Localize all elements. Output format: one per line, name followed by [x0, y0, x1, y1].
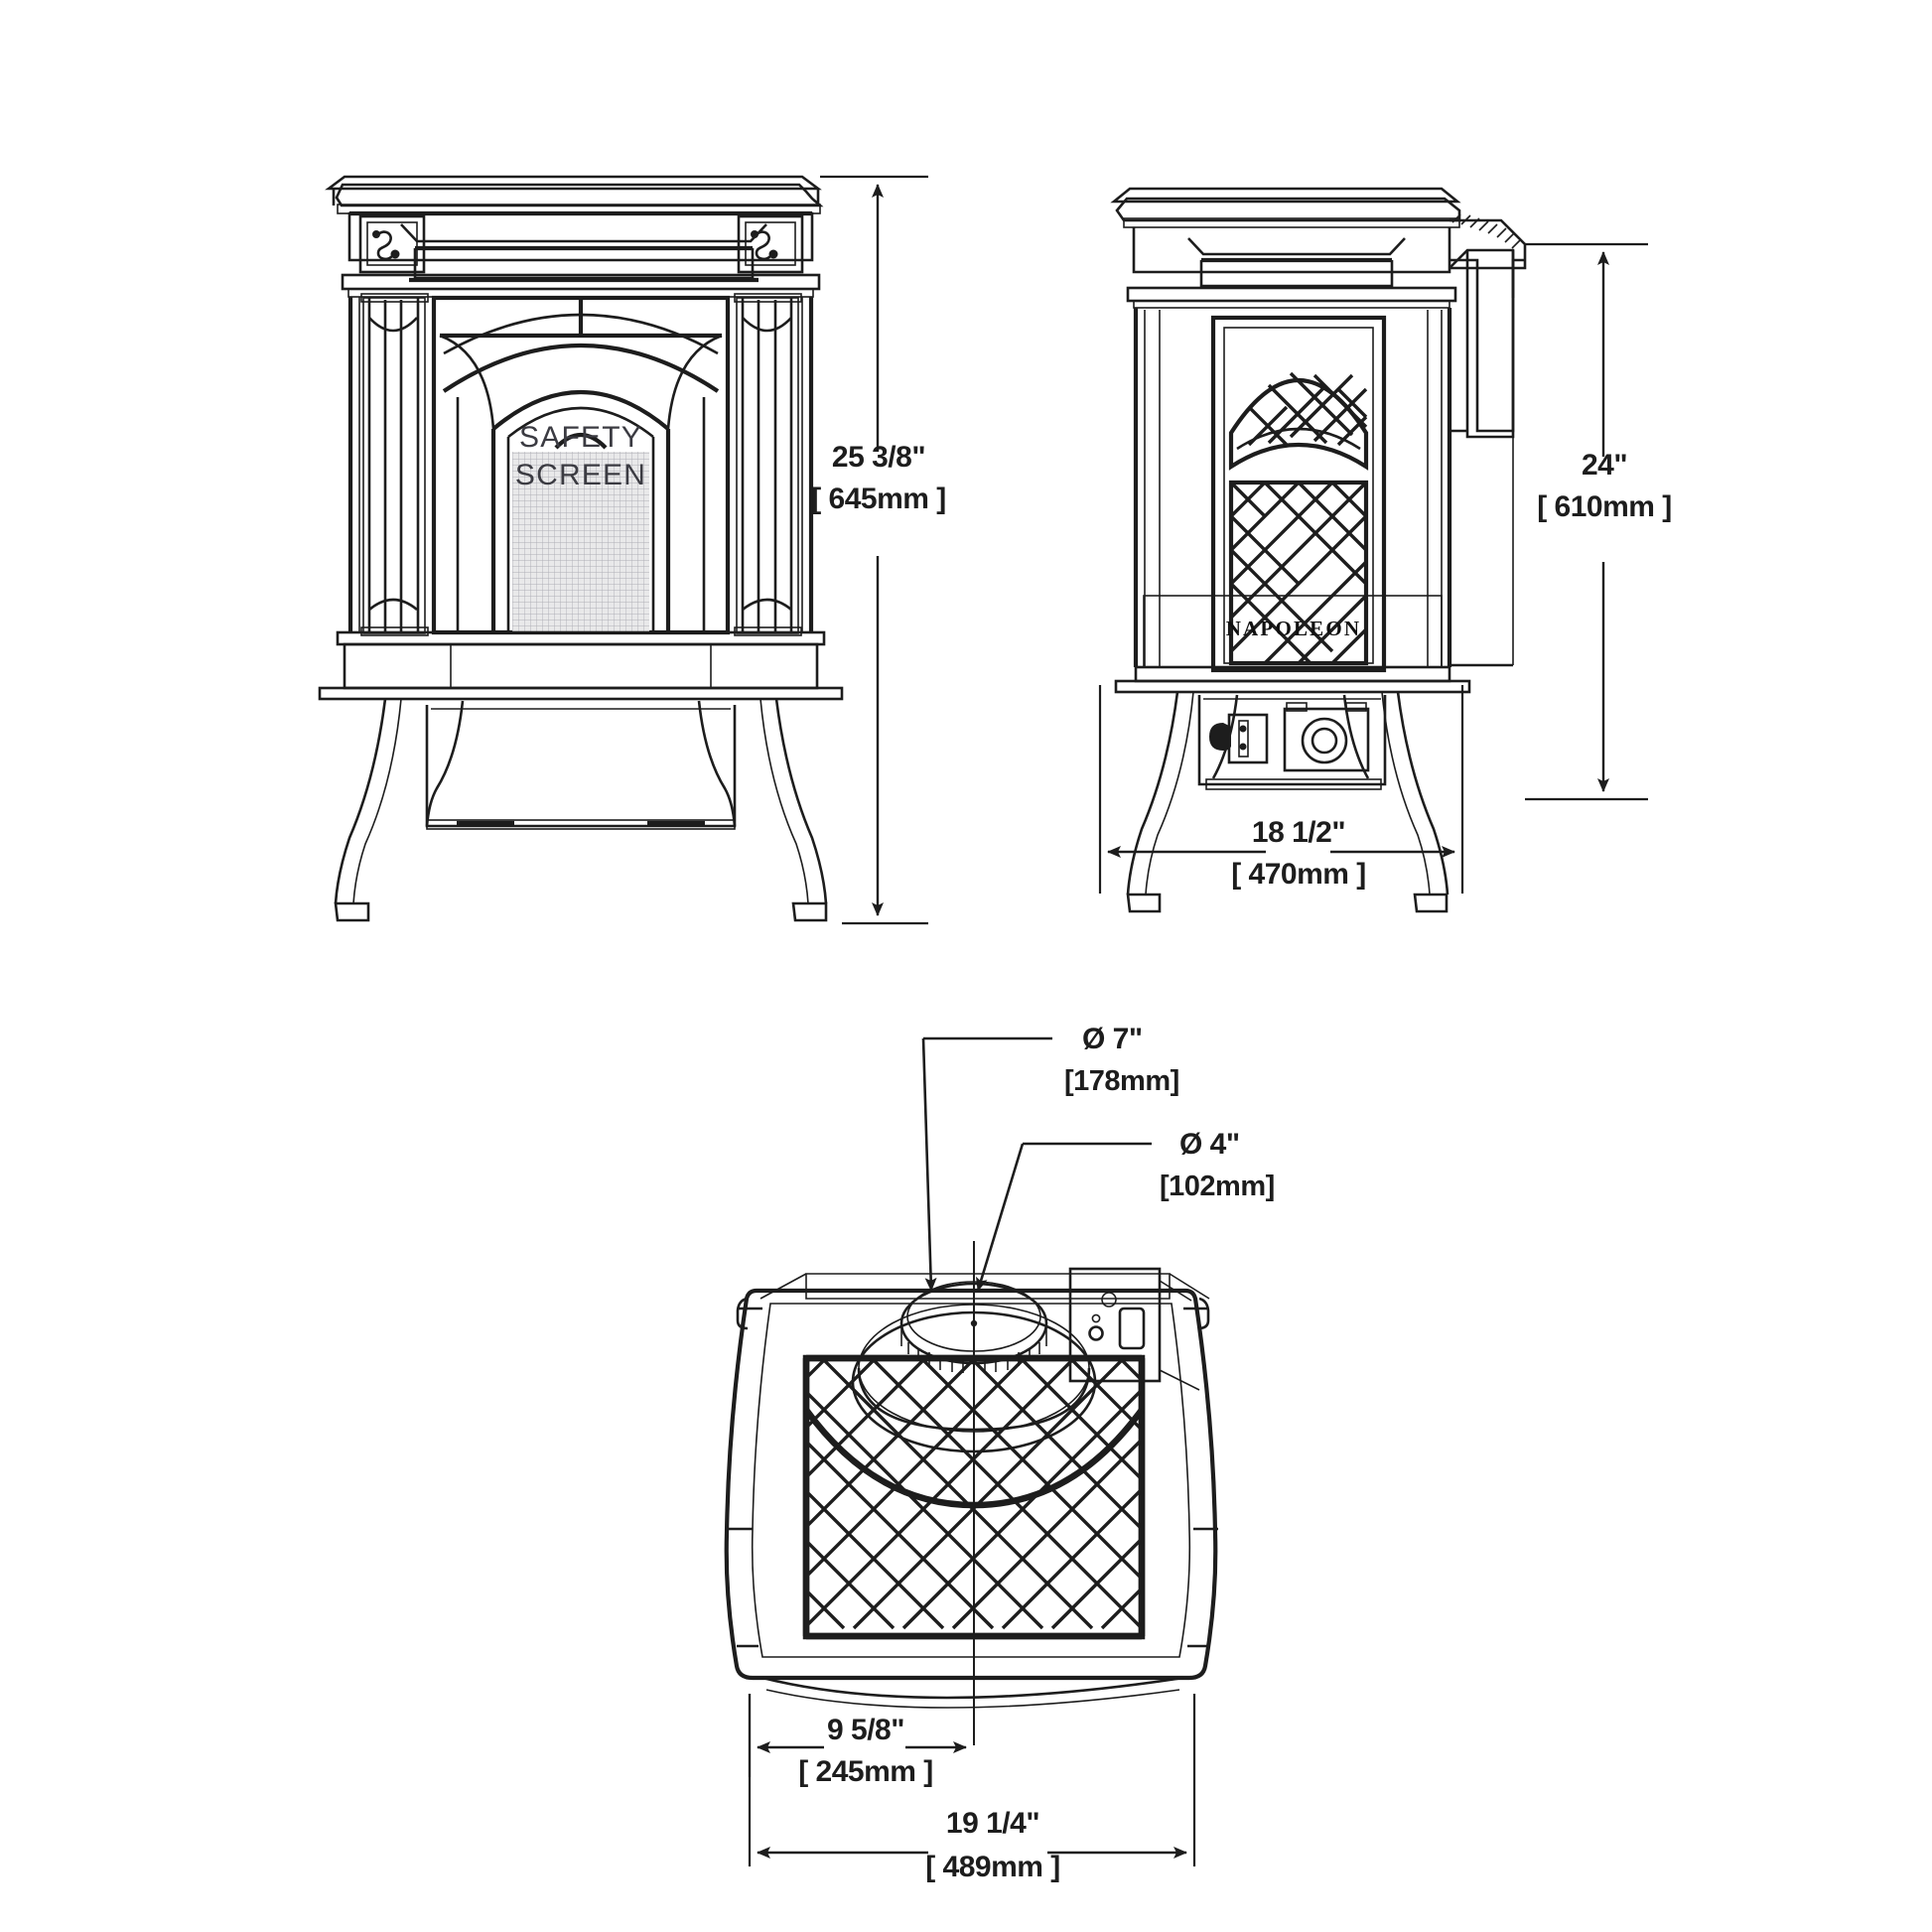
side-depth-dimension: 18 1/2" [ 470mm ]: [1098, 685, 1464, 894]
side-elevation-view: NAPOLEON: [1098, 187, 1672, 913]
panel-indicator-dot: [1101, 1292, 1117, 1308]
panel-pilot-dot: [1091, 1313, 1101, 1323]
side-height-dimension: 24" [ 610mm ]: [1525, 242, 1672, 801]
side-top-cap: [1110, 187, 1461, 274]
inner-flue-metric: [102mm]: [1160, 1171, 1275, 1202]
plan-body-outline: [724, 1288, 1218, 1709]
side-height-metric: [ 610mm ]: [1537, 490, 1672, 523]
plan-offset-imperial: 9 5/8": [827, 1714, 904, 1746]
inner-flue-callout: Ø 4" [102mm]: [976, 1128, 1275, 1292]
plan-offset-dimension: 9 5/8" [ 245mm ]: [748, 1694, 967, 1788]
front-height-imperial: 25 3/8": [832, 441, 925, 474]
outer-flue-callout: Ø 7" [178mm]: [921, 1023, 1179, 1292]
front-legs: [334, 698, 828, 922]
front-left-corner-bracket: [358, 214, 426, 274]
front-height-metric: [ 645mm ]: [811, 483, 946, 515]
plan-collar-serrations: [907, 1342, 1040, 1373]
plan-offset-metric: [ 245mm ]: [798, 1755, 933, 1788]
safety-screen-label-line2: SCREEN: [515, 459, 646, 491]
front-elevation-view: SAFETY SCREEN: [318, 175, 946, 925]
side-depth-metric: [ 470mm ]: [1231, 858, 1366, 891]
plan-width-imperial: 19 1/4": [946, 1807, 1039, 1840]
side-legs: [1126, 691, 1449, 913]
plan-width-metric: [ 489mm ]: [925, 1851, 1060, 1883]
front-body-shell: [347, 297, 814, 633]
side-height-imperial: 24": [1582, 449, 1627, 482]
side-window-lattice: [1210, 315, 1387, 673]
inner-flue-imperial: Ø 4": [1179, 1128, 1240, 1161]
outer-flue-imperial: Ø 7": [1082, 1023, 1143, 1055]
side-vent-shroud: [1448, 213, 1527, 667]
plan-width-dimension: 19 1/4" [ 489mm ]: [748, 1694, 1196, 1883]
plan-control-panel[interactable]: [1068, 1267, 1200, 1391]
top-plan-view: Ø 7" [178mm] Ø 4" [102mm] 9 5/8" [ 245mm…: [724, 1023, 1275, 1883]
side-upper-lattice: [1247, 371, 1368, 447]
front-height-dimension: 25 3/8" [ 645mm ]: [811, 175, 946, 925]
side-lower-lattice: [1229, 481, 1368, 665]
front-pedestal-box: [425, 705, 737, 830]
front-screen-mullions: [456, 397, 706, 632]
panel-knob-icon[interactable]: [1088, 1325, 1104, 1341]
panel-switch-icon[interactable]: [1118, 1307, 1146, 1350]
side-brand-band: NAPOLEON: [1114, 595, 1471, 694]
side-valve-compartment: [1197, 695, 1387, 790]
safety-screen-label-line1: SAFETY: [519, 421, 642, 454]
front-arch-tracery: [439, 298, 723, 450]
front-right-corner-bracket: [737, 214, 804, 274]
front-safety-screen-assembly[interactable]: SAFETY SCREEN: [431, 295, 731, 635]
side-depth-imperial: 18 1/2": [1252, 816, 1345, 849]
front-base-plinth: [318, 630, 844, 701]
outer-flue-metric: [178mm]: [1064, 1065, 1179, 1097]
front-top-cap: [325, 175, 824, 262]
side-brand-label: NAPOLEON: [1226, 617, 1362, 640]
plan-lattice-pattern: [806, 1358, 1142, 1630]
side-upper-lip: [1187, 237, 1406, 288]
front-upper-panel: [400, 223, 767, 283]
side-mid-band: [1126, 286, 1457, 309]
